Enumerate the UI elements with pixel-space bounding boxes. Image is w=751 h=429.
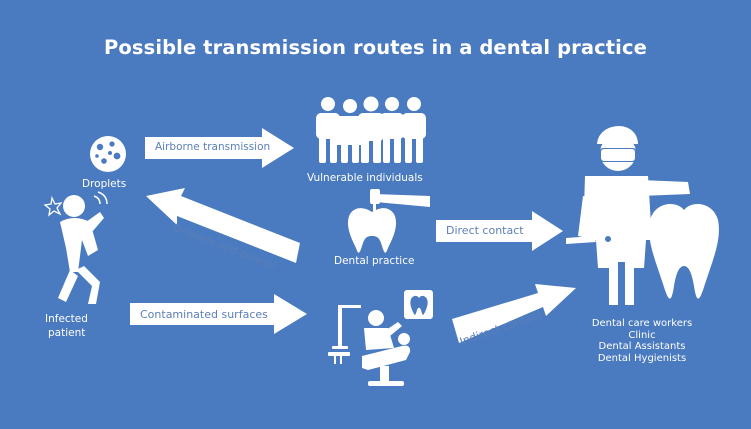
workers-item: Dental Hygienists <box>597 352 687 364</box>
patient-label-line2: patient <box>48 327 86 339</box>
direct-contact-arrow <box>436 211 563 251</box>
tooth-icon <box>347 208 397 253</box>
vulnerable-individuals-label: Vulnerable individuals <box>307 172 423 184</box>
tooth-badge-icon <box>404 290 433 319</box>
dental-drill-icon <box>370 189 430 211</box>
workers-item: Clinic <box>628 329 656 341</box>
patient-label-line1: Infected <box>45 313 88 325</box>
dental-chair-icon <box>328 305 411 386</box>
coughing-patient-icon <box>43 191 108 304</box>
people-group-icon <box>316 96 426 163</box>
droplets-aerosol-arrow <box>146 188 300 263</box>
airborne-arrow <box>145 128 294 168</box>
airborne-transmission-label: Airborne transmission <box>155 141 271 153</box>
page-title: Possible transmission routes in a dental… <box>104 36 647 59</box>
droplets-label: Droplets <box>82 178 127 190</box>
dental-worker-icon <box>566 126 690 305</box>
direct-contact-label: Direct contact <box>446 224 524 237</box>
contaminated-surfaces-label: Contaminated surfaces <box>140 308 268 321</box>
contaminated-arrow <box>130 294 307 334</box>
virus-icon <box>90 136 126 172</box>
large-tooth-icon <box>649 204 719 299</box>
workers-list: Dental care workers Clinic Dental Assist… <box>562 318 722 364</box>
workers-item: Dental Assistants <box>598 341 686 352</box>
workers-item: Dental care workers <box>591 318 693 329</box>
indirect-contact-arrow <box>452 284 576 343</box>
dental-practice-label: Dental practice <box>334 255 415 267</box>
